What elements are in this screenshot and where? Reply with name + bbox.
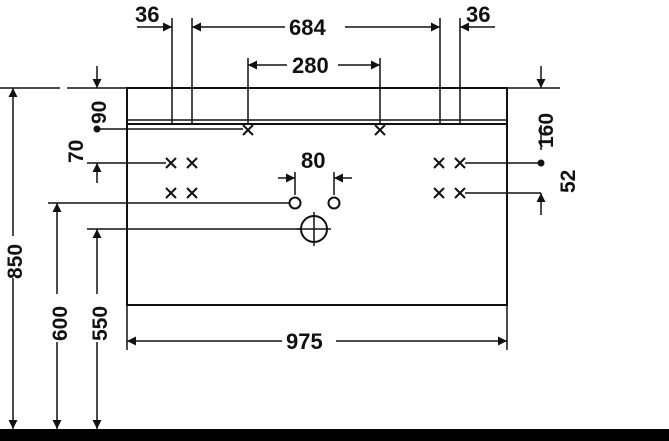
dim-bracket-pitch-label: 52: [557, 170, 580, 193]
bracket-crosses: [165, 157, 541, 199]
top-panel: [126, 87, 508, 125]
dim-total-height-label: 850: [4, 244, 27, 279]
dim-panel-height-label: 160: [535, 113, 558, 148]
dim-hole-height: 600: [45, 203, 72, 429]
dim-left-margin: 36: [135, 2, 172, 32]
dim-total-height: 850: [0, 87, 60, 429]
dim-center-spacing: 280: [248, 53, 380, 78]
hanging-points: [93, 124, 545, 167]
dim-tap-hole-spacing: 80: [278, 148, 352, 183]
waste-outlet: [297, 212, 331, 246]
dim-tap-hole-spacing-label: 80: [301, 148, 325, 173]
dim-bracket-offset-label: 70: [65, 140, 88, 163]
dim-panel-height: 160: [507, 66, 560, 150]
basin-body: [126, 123, 508, 306]
dim-bracket-pitch: 52: [536, 170, 580, 215]
dim-top-panel-height: 90: [67, 66, 127, 124]
dim-right-margin: 36: [460, 2, 495, 32]
dim-bracket-spacing: 684: [192, 15, 440, 40]
washbasin-outline: [126, 87, 508, 306]
dim-left-margin-label: 36: [135, 2, 159, 27]
floor-line: [0, 429, 669, 441]
dim-total-width-label: 975: [286, 329, 323, 354]
tap-holes: [288, 172, 341, 210]
dim-waste-height: 550: [85, 229, 112, 429]
dim-right-margin-label: 36: [466, 2, 490, 27]
dim-total-width: 975: [126, 305, 508, 354]
dim-waste-height-label: 550: [89, 306, 112, 341]
dim-bracket-spacing-label: 684: [289, 15, 326, 40]
dim-top-panel-height-label: 90: [88, 101, 111, 124]
dim-hole-height-label: 600: [49, 306, 72, 341]
dim-bracket-offset: 70: [65, 140, 166, 183]
dim-center-spacing-label: 280: [292, 53, 329, 78]
